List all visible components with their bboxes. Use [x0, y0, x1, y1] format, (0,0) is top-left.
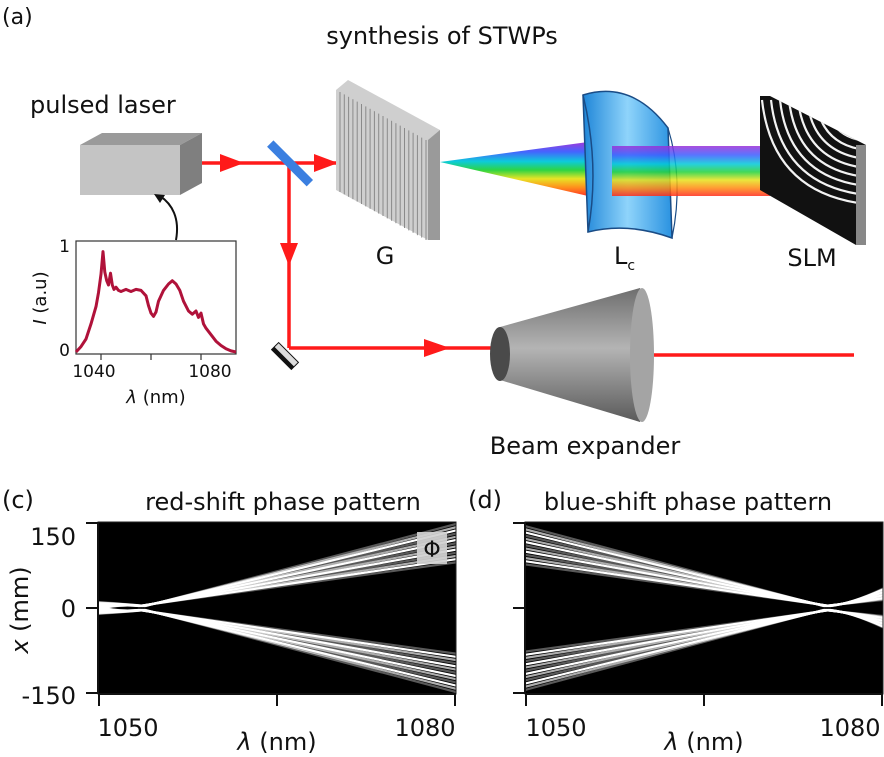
- panel-c-label: (c): [2, 486, 34, 514]
- inset-pointer-arrow: [159, 195, 178, 241]
- panel-c-x-axis-label: λ (nm): [235, 728, 316, 756]
- beam-splitter: [267, 140, 314, 187]
- panel-c-y-tick-neg150: -150: [22, 682, 76, 710]
- inset-spectrum-chart: 1 0 1040 1080 λ (nm) I (a.u): [30, 237, 237, 408]
- inset-y-axis-label: I (a.u): [30, 271, 51, 324]
- inset-y-tick-0: 0: [59, 341, 70, 361]
- panel-c-y-axis-label: x (mm): [6, 566, 34, 654]
- panel-c-x-tick-1080: 1080: [394, 714, 455, 742]
- panel-d-title: blue-shift phase pattern: [544, 488, 832, 516]
- fold-mirror: [270, 341, 300, 371]
- panel-c-phi-badge: Φ: [417, 532, 447, 564]
- slm: [760, 96, 866, 245]
- panel-d-x-tick-1050: 1050: [525, 714, 586, 742]
- panel-c-x-tick-1050: 1050: [97, 714, 158, 742]
- inset-x-tick-marks: [100, 354, 202, 360]
- grating: [336, 80, 440, 240]
- panel-d-phase-image: [524, 521, 884, 695]
- svg-text:Φ: Φ: [423, 538, 440, 563]
- panel-a-label: (a): [2, 5, 33, 30]
- panel-c-phase-image: [97, 521, 457, 695]
- panel-d-axes: [513, 522, 883, 706]
- panel-a-title: synthesis of STWPs: [326, 22, 558, 50]
- panel-d-x-tick-1080: 1080: [819, 714, 880, 742]
- inset-x-tick-1080: 1080: [188, 362, 231, 382]
- panel-c-title: red-shift phase pattern: [145, 488, 421, 516]
- panel-c-y-tick-150: 150: [30, 523, 76, 551]
- inset-spectrum-line: [74, 250, 237, 354]
- dispersed-spectrum-cone: [440, 142, 588, 196]
- beam-expander-label: Beam expander: [490, 432, 681, 460]
- inset-x-axis-label: λ (nm): [125, 387, 185, 408]
- beam-arrows: [220, 154, 450, 357]
- panel-c-y-tick-0: 0: [61, 595, 76, 623]
- lens-label: Lc: [614, 242, 635, 274]
- slm-label: SLM: [787, 244, 836, 272]
- laser-box: [80, 133, 202, 195]
- pulsed-laser-label: pulsed laser: [30, 91, 176, 119]
- grating-label: G: [376, 242, 395, 270]
- beam-expander: [490, 288, 654, 422]
- inset-x-tick-1040: 1040: [72, 362, 115, 382]
- panel-c-axes: [86, 522, 456, 706]
- panel-d-x-axis-label: λ (nm): [662, 728, 743, 756]
- inset-y-tick-1: 1: [59, 237, 70, 257]
- inset-pointer-arrowhead: [154, 194, 165, 203]
- panel-d-label: (d): [468, 486, 502, 514]
- collimated-spectrum: [612, 146, 770, 196]
